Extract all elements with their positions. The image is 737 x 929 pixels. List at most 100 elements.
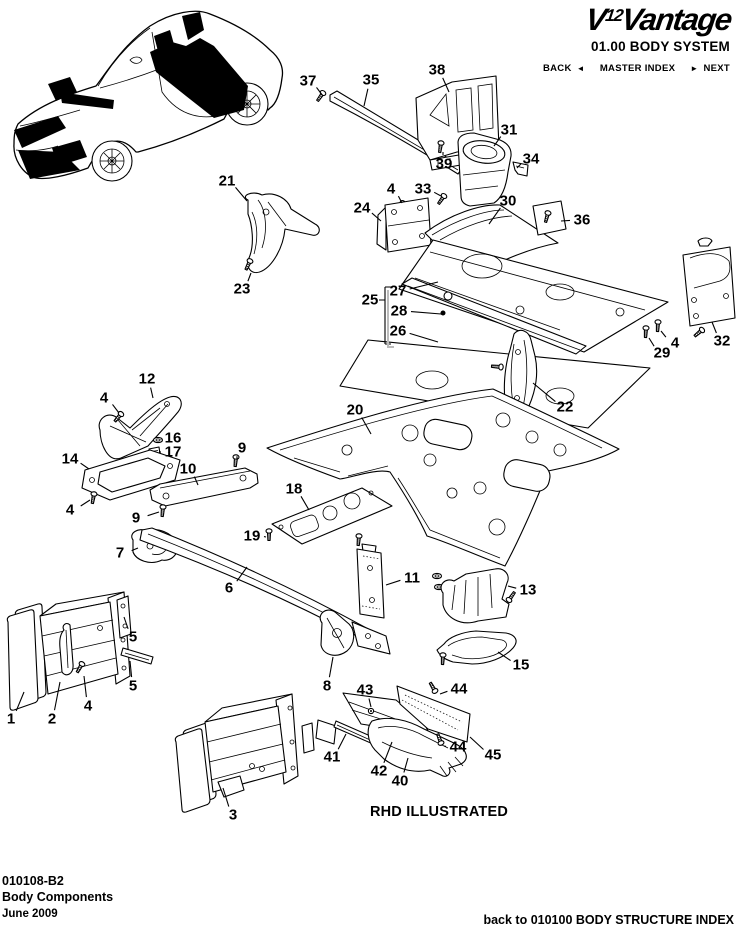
part-duct-31	[457, 132, 512, 207]
callout-1: 1	[7, 711, 15, 728]
washer-13a	[431, 572, 443, 580]
leader-line-22	[532, 382, 556, 403]
callout-44: 44	[451, 681, 468, 698]
leader-line-3	[222, 787, 230, 807]
leader-line-44	[439, 690, 448, 695]
master-index-label: MASTER INDEX	[599, 63, 676, 74]
leader-line-42	[383, 741, 393, 763]
part-lower-sheet-26	[339, 310, 651, 429]
bolt-9b	[158, 503, 167, 518]
callout-44: 44	[450, 739, 467, 756]
callout-8: 8	[323, 678, 331, 695]
callout-12: 12	[139, 371, 156, 388]
leader-line-12	[150, 387, 154, 399]
part-frame-14	[81, 449, 181, 501]
leader-line-4	[83, 675, 87, 698]
callout-4: 4	[387, 181, 396, 198]
callout-23: 23	[234, 281, 251, 298]
next-arrow-icon: ►	[690, 63, 699, 73]
leader-line-27	[409, 281, 439, 290]
callout-2: 2	[48, 711, 56, 728]
logo-wordmark: Vantage	[619, 2, 734, 37]
callout-45: 45	[485, 747, 502, 764]
part-bracket-12	[98, 395, 182, 460]
callout-7: 7	[116, 545, 124, 562]
callout-4: 4	[100, 390, 109, 407]
callout-41: 41	[324, 749, 341, 766]
callout-3: 3	[229, 807, 237, 824]
next-link[interactable]: ► NEXT	[690, 63, 730, 74]
part-bracket-13	[440, 568, 518, 624]
callout-4: 4	[84, 698, 93, 715]
car-locator-illustration	[13, 10, 284, 182]
part-bracket-8	[319, 609, 355, 656]
callout-5: 5	[129, 678, 137, 695]
part-skid-tray-15	[436, 630, 517, 666]
part-crush-can-assembly-3	[174, 693, 337, 813]
bolt-44a	[427, 680, 440, 695]
leader-line-26	[409, 332, 439, 343]
callout-17: 17	[165, 444, 182, 461]
callout-29: 29	[654, 345, 671, 362]
leader-line-31	[493, 136, 502, 147]
leader-line-36	[560, 219, 571, 222]
leader-line-34	[516, 163, 522, 169]
document-title: Body Components	[2, 890, 114, 904]
part-right-closing-sheet-45	[396, 685, 471, 743]
bolt-19	[265, 528, 273, 542]
leader-line-4	[660, 330, 667, 338]
leader-line-23	[247, 272, 252, 282]
callout-25: 25	[362, 292, 379, 309]
part-bracket-32	[682, 237, 736, 339]
callout-32: 32	[714, 333, 731, 350]
callout-15: 15	[513, 657, 530, 674]
brand-logo: V12Vantage	[583, 1, 734, 37]
callout-4: 4	[671, 335, 680, 352]
callout-21: 21	[219, 173, 236, 190]
part-upper-floor-panel	[398, 239, 669, 353]
callout-42: 42	[371, 763, 388, 780]
leader-line-4	[80, 499, 91, 507]
bolt-4-14	[88, 490, 98, 505]
leader-line-45	[469, 736, 484, 750]
callout-16: 16	[165, 430, 182, 447]
body-structure-index-link[interactable]: back to 010100 BODY STRUCTURE INDEX	[483, 913, 734, 927]
leader-line-1	[15, 691, 25, 712]
leader-line-41	[337, 733, 347, 750]
leader-line-5	[129, 660, 133, 678]
leader-line-20	[361, 417, 372, 435]
part-rod-5	[120, 647, 154, 665]
part-diffuser-40	[367, 717, 467, 777]
callout-25-bracket	[379, 286, 394, 348]
callout-36: 36	[574, 212, 591, 229]
callout-10: 10	[180, 461, 197, 478]
callout-34: 34	[523, 151, 540, 168]
callout-24: 24	[354, 200, 371, 217]
leader-line-9	[147, 511, 160, 517]
callout-5: 5	[129, 629, 137, 646]
leader-line-10	[193, 476, 199, 486]
part-undertray-20	[266, 388, 620, 567]
callout-33: 33	[415, 181, 432, 198]
leader-line-30	[488, 207, 501, 225]
leader-line-35	[363, 88, 369, 107]
leader-line-18	[300, 496, 310, 511]
callout-26: 26	[390, 323, 407, 340]
callout-28: 28	[391, 303, 408, 320]
leader-line-43	[368, 698, 372, 708]
back-link[interactable]: BACK◄	[543, 63, 585, 74]
leader-line-15	[497, 651, 511, 662]
part-plate-18	[271, 487, 393, 545]
car-highlighted-components	[14, 12, 248, 179]
back-arrow-icon: ◄	[576, 63, 585, 73]
master-index-link[interactable]: MASTER INDEX	[600, 63, 675, 74]
callout-19: 19	[244, 528, 261, 545]
callout-6: 6	[225, 580, 233, 597]
callout-9: 9	[238, 440, 246, 457]
leader-line-33	[433, 191, 442, 197]
callout-38: 38	[429, 62, 446, 79]
next-label: NEXT	[703, 63, 730, 74]
leader-line-28	[410, 311, 442, 315]
